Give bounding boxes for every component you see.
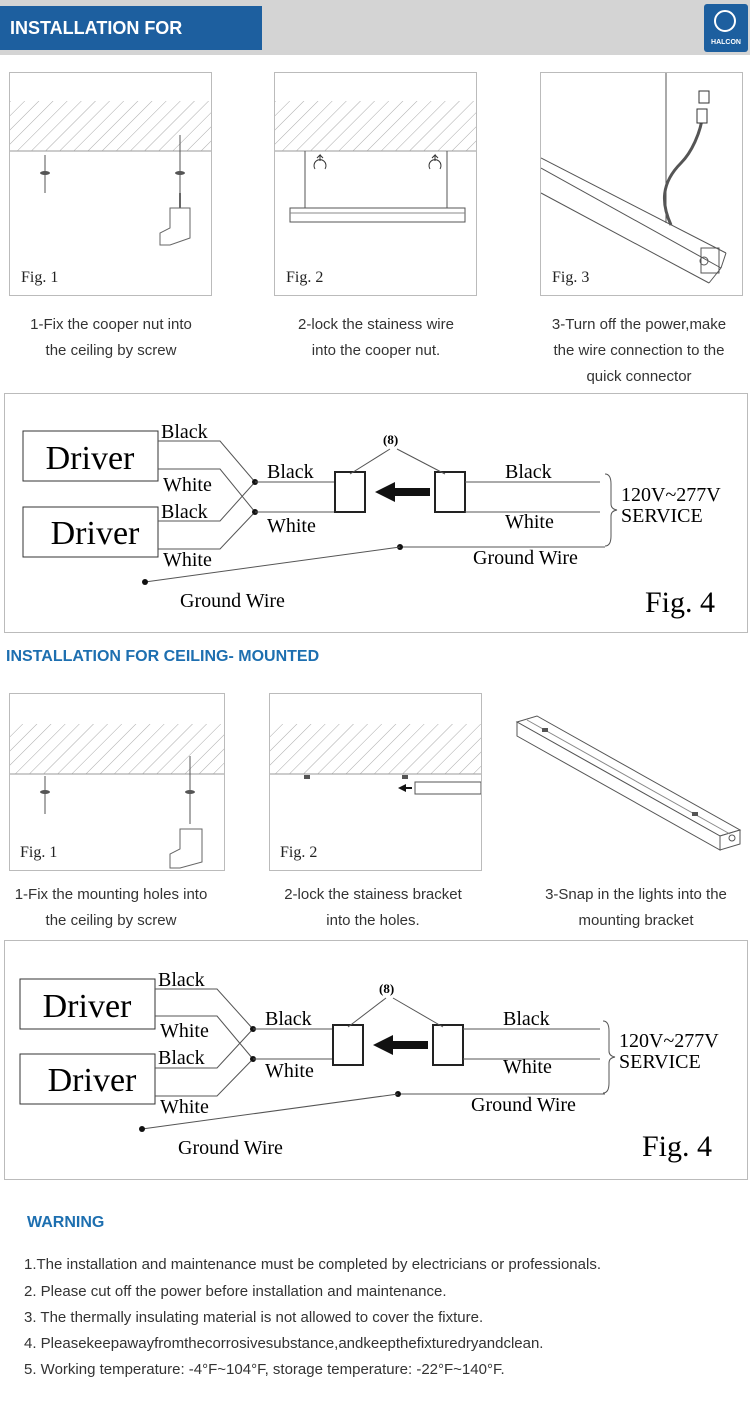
connector-count: (8) <box>379 981 394 996</box>
black-label: Black <box>161 421 208 443</box>
wiring-diagram-hanging: Driver Driver Black White Black White Bl… <box>4 393 748 633</box>
hanging-fig2-drawing <box>275 101 476 223</box>
white-label: White <box>163 474 212 496</box>
hanging-caption-3: 3-Turn off the power,make the wire conne… <box>528 312 750 390</box>
caption-line: 1-Fix the cooper nut into <box>30 316 192 333</box>
driver-label: Driver <box>51 515 140 552</box>
caption-line: 2-lock the stainess wire <box>298 316 454 333</box>
ceiling-fig2-box: Fig. 2 <box>269 693 482 871</box>
black-label: Black <box>158 1047 205 1069</box>
black-label: Black <box>267 461 314 483</box>
caption-line: into the holes. <box>326 912 420 929</box>
black-label: Black <box>158 969 205 991</box>
fig4-label: Fig. 4 <box>645 586 715 619</box>
ground-wire-label: Ground Wire <box>473 547 578 569</box>
caption-line: 1-Fix the mounting holes into <box>14 886 208 903</box>
white-label: White <box>160 1096 209 1118</box>
hanging-caption-2: 2-lock the stainess wire into the cooper… <box>265 312 487 364</box>
ceiling-fig1-drawing <box>10 724 224 869</box>
white-label: White <box>505 511 554 533</box>
ceiling-caption-3: 3-Snap in the lights into the mounting b… <box>522 882 750 934</box>
caption-line: 3-Turn off the power,make <box>551 316 727 333</box>
fig-label: Fig. 3 <box>552 269 590 286</box>
hanging-fig1-box: Fig. 1 <box>9 72 212 296</box>
caption-line: mounting bracket <box>578 912 694 929</box>
warning-item-2: 2. Please cut off the power before insta… <box>24 1283 447 1300</box>
white-label: White <box>267 515 316 537</box>
fig-label: Fig. 2 <box>280 844 318 861</box>
wiring-diagram-ceiling: Driver Driver Black White Black White Bl… <box>4 940 748 1180</box>
black-label: Black <box>503 1008 550 1030</box>
ground-wire-label: Ground Wire <box>471 1094 576 1116</box>
ceiling-fig1-box: Fig. 1 <box>9 693 225 871</box>
black-label: Black <box>161 501 208 523</box>
connector-count: (8) <box>383 432 398 447</box>
hanging-fig3-drawing <box>540 73 727 284</box>
wiring-drawing: Driver Driver Black White Black White Bl… <box>22 421 721 619</box>
warning-item-5: 5. Working temperature: -4°F~104°F, stor… <box>24 1361 505 1378</box>
caption-line: the ceiling by screw <box>45 342 177 359</box>
white-label: White <box>503 1056 552 1078</box>
ground-wire-label: Ground Wire <box>178 1137 283 1159</box>
warning-title: WARNING <box>27 1214 105 1231</box>
warning-item-3: 3. The thermally insulating material is … <box>24 1309 484 1326</box>
white-label: White <box>163 549 212 571</box>
section-title-ceiling: INSTALLATION FOR CEILING- MOUNTED <box>6 648 320 665</box>
caption-line: quick connector <box>586 368 692 385</box>
hanging-caption-1: 1-Fix the cooper nut into the ceiling by… <box>0 312 222 364</box>
black-label: Black <box>505 461 552 483</box>
service-label: SERVICE <box>621 505 703 527</box>
voltage-label: 120V~277V <box>621 484 721 506</box>
caption-line: the wire connection to the <box>553 342 725 359</box>
wiring-drawing: Driver Driver Black White Black White Bl… <box>19 969 719 1163</box>
warning-item-4: 4. Pleasekeepawayfromthecorrosivesubstan… <box>24 1335 544 1352</box>
ceiling-caption-2: 2-lock the stainess bracket into the hol… <box>262 882 484 934</box>
caption-line: the ceiling by screw <box>45 912 177 929</box>
ceiling-caption-1: 1-Fix the mounting holes into the ceilin… <box>0 882 222 934</box>
fig-label: Fig. 1 <box>20 844 58 861</box>
driver-label: Driver <box>43 988 132 1025</box>
fig-label: Fig. 2 <box>286 269 324 286</box>
hanging-fig1-drawing <box>10 101 211 246</box>
black-label: Black <box>265 1008 312 1030</box>
caption-line: into the cooper nut. <box>311 342 441 359</box>
ceiling-fig2-drawing <box>270 724 482 795</box>
page-title: INSTALLATION FOR HANGING <box>0 6 262 82</box>
voltage-label: 120V~277V <box>619 1030 719 1052</box>
ceiling-fig3-drawing <box>515 715 742 851</box>
hanging-fig2-box: Fig. 2 <box>274 72 477 296</box>
service-label: SERVICE <box>619 1051 701 1073</box>
fig-label: Fig. 1 <box>21 269 59 286</box>
logo-ring-icon <box>714 10 736 32</box>
caption-line: 3-Snap in the lights into the <box>545 886 727 903</box>
fig4-label: Fig. 4 <box>642 1130 712 1163</box>
brand-logo: HALCON <box>704 4 748 52</box>
logo-text: HALCON <box>711 39 741 46</box>
driver-label: Driver <box>46 440 135 477</box>
hanging-fig3-box: Fig. 3 <box>540 72 743 296</box>
warning-item-1: 1.The installation and maintenance must … <box>24 1256 601 1273</box>
white-label: White <box>265 1060 314 1082</box>
caption-line: 2-lock the stainess bracket <box>284 886 462 903</box>
ground-wire-label: Ground Wire <box>180 590 285 612</box>
driver-label: Driver <box>48 1062 137 1099</box>
white-label: White <box>160 1020 209 1042</box>
